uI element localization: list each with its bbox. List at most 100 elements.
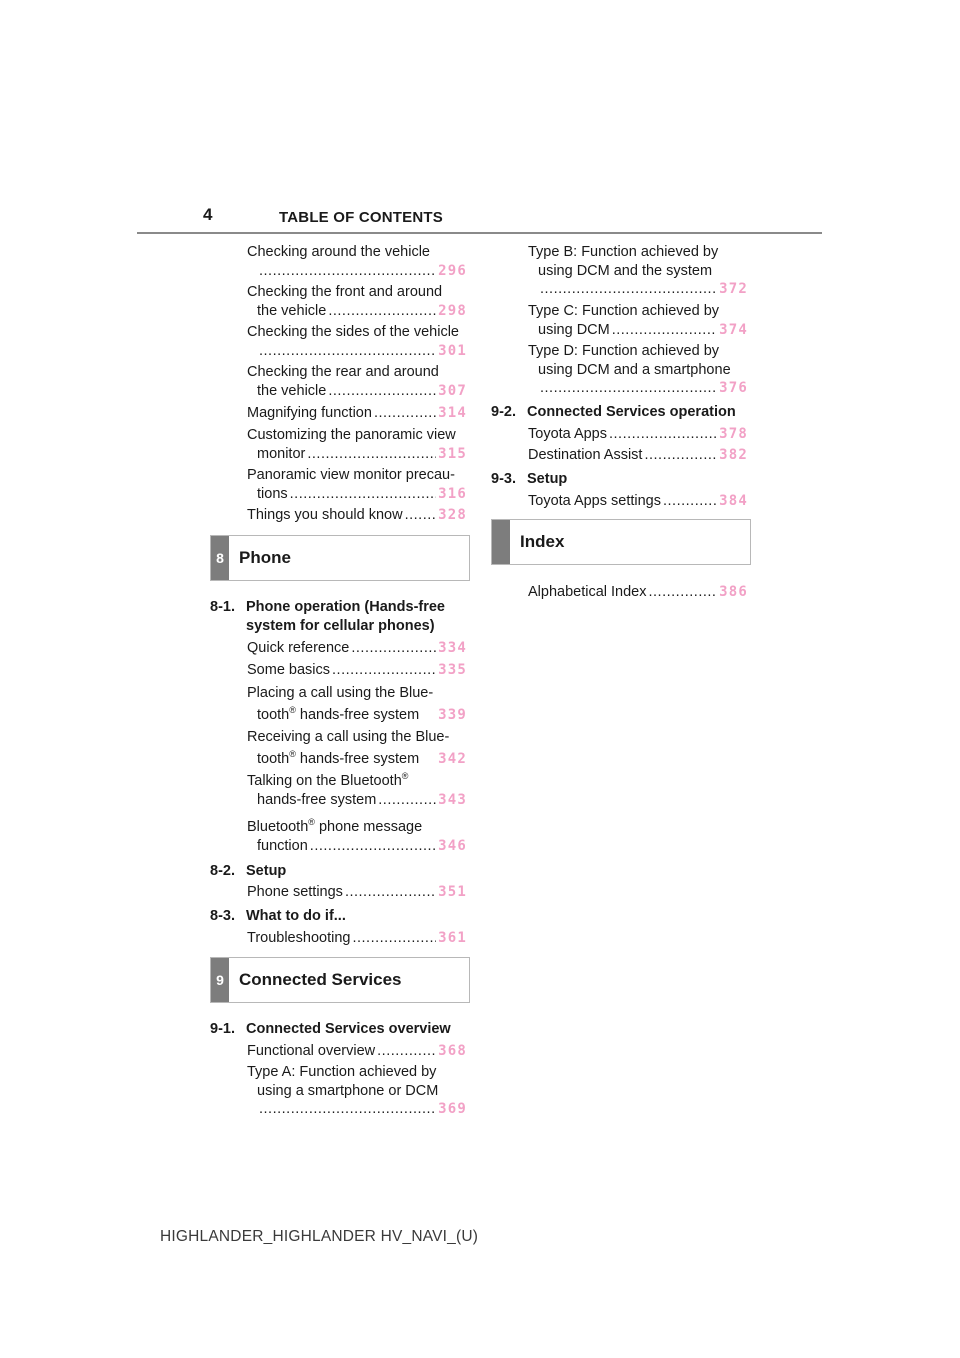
page-link[interactable]: 374 — [719, 321, 748, 338]
toc-entry[interactable]: Toyota Apps settings384 — [528, 492, 748, 511]
section-number: 9-1. — [210, 1021, 235, 1037]
leader-dots — [310, 837, 436, 856]
toc-entry-text: Quick reference — [247, 640, 350, 656]
toc-entry-text: tions — [257, 485, 288, 502]
toc-entry-text: Customizing the panoramic view — [247, 427, 456, 443]
section-title: Setup — [246, 863, 287, 879]
header-divider — [137, 232, 822, 234]
page-header: 4 TABLE OF CONTENTS — [137, 205, 822, 234]
toc-entry[interactable]: Checking the sides of the vehicle 301 — [247, 323, 471, 360]
section-heading: 9-3. Setup — [491, 470, 761, 490]
toc-entry-text: Talking on the Bluetooth® — [247, 771, 409, 789]
toc-entry[interactable]: Phone settings 351 — [247, 883, 467, 902]
toc-entry-text: Phone settings — [247, 884, 343, 900]
toc-entry[interactable]: Toyota Apps378 — [528, 425, 748, 444]
toc-entry-text: tooth® hands-free system — [257, 705, 420, 723]
chapter-label: Index — [520, 532, 565, 551]
toc-entry-text: Magnifying function — [247, 405, 372, 421]
toc-entry[interactable]: Checking around the vehicle 296 — [247, 243, 467, 280]
page-link[interactable]: 315 — [438, 445, 467, 462]
page-link[interactable]: 307 — [438, 382, 467, 399]
page-title: TABLE OF CONTENTS — [279, 209, 443, 226]
section-title: What to do if... — [246, 908, 346, 924]
page-link[interactable]: 301 — [438, 342, 467, 359]
section-title: Setup — [527, 471, 568, 487]
page-link[interactable]: 372 — [719, 281, 748, 297]
chapter-box-phone[interactable]: 8 Phone — [210, 535, 470, 581]
page-link[interactable]: 314 — [438, 405, 467, 421]
toc-entry[interactable]: Checking the rear and around the vehicle… — [247, 363, 467, 400]
toc-entry-text: Alphabetical Index — [528, 584, 647, 600]
toc-entry-text: Placing a call using the Blue- — [247, 685, 434, 701]
page-link[interactable]: 346 — [438, 837, 467, 854]
page-link[interactable]: 298 — [438, 302, 467, 319]
page-link[interactable]: 328 — [438, 507, 467, 523]
section-number: 8-1. — [210, 599, 235, 615]
toc-entry[interactable]: Panoramic view monitor precau- tions316 — [247, 466, 467, 503]
chapter-tab: 8 — [211, 536, 229, 580]
page-link[interactable]: 334 — [438, 640, 467, 656]
toc-entry[interactable]: Functional overview368 — [247, 1042, 467, 1061]
section-heading: 8-2. Setup — [210, 862, 480, 882]
toc-entry[interactable]: Checking the front and around the vehicl… — [247, 283, 467, 320]
page-link[interactable]: 384 — [719, 493, 748, 509]
page-link[interactable]: 343 — [438, 791, 467, 808]
chapter-box-connected-services[interactable]: 9 Connected Services — [210, 957, 470, 1003]
chapter-tab: 9 — [211, 958, 229, 1002]
leader-dots — [345, 883, 436, 902]
toc-entry-text: Type C: Function achieved by — [528, 303, 720, 319]
toc-entry-text: using DCM and the system — [538, 262, 713, 279]
page-link[interactable]: 296 — [438, 262, 467, 279]
toc-entry[interactable]: Type A: Function achieved by using a sma… — [247, 1063, 467, 1119]
section-heading: 9-1. Connected Services overview — [210, 1020, 480, 1040]
page-link[interactable]: 369 — [438, 1101, 467, 1117]
page-link[interactable]: 339 — [438, 707, 467, 723]
toc-entry[interactable]: Quick reference 334 — [247, 639, 467, 658]
leader-dots — [259, 1100, 436, 1119]
toc-entry[interactable]: Destination Assist382 — [528, 446, 748, 465]
toc-entry[interactable]: Receiving a call using the Blue- tooth® … — [247, 726, 467, 770]
chapter-label: Connected Services — [239, 970, 402, 989]
toc-entry[interactable]: Things you should know328 — [247, 506, 467, 525]
page-link[interactable]: 368 — [438, 1043, 467, 1059]
leader-dots — [352, 929, 436, 948]
section-title: Connected Services overview — [246, 1021, 451, 1037]
toc-entry-text: Some basics — [247, 662, 331, 678]
toc-entry-text: function — [257, 837, 308, 854]
toc-entry[interactable]: Placing a call using the Blue- tooth® ha… — [247, 682, 467, 726]
leader-dots — [663, 492, 717, 511]
toc-entry[interactable]: Bluetooth® phone message function 346 — [247, 818, 467, 855]
page-link[interactable]: 316 — [438, 485, 467, 502]
page-link[interactable]: 376 — [719, 380, 748, 396]
section-title: Connected Services operation — [527, 404, 736, 420]
toc-entry[interactable]: Type D: Function achieved by using DCM a… — [528, 342, 748, 398]
toc-entry-text: the vehicle — [257, 382, 327, 399]
toc-entry[interactable]: Some basics 335 — [247, 661, 467, 680]
page-link[interactable]: 335 — [438, 662, 467, 678]
toc-entry-text: the vehicle — [257, 302, 327, 319]
page-link[interactable]: 386 — [719, 584, 748, 600]
toc-entry[interactable]: Type B: Function achieved by using DCM a… — [528, 243, 748, 299]
page-link[interactable]: 378 — [719, 426, 748, 442]
toc-entry[interactable]: Customizing the panoramic view monitor31… — [247, 426, 467, 463]
page-link[interactable]: 342 — [438, 751, 467, 767]
section-number: 9-2. — [491, 404, 516, 420]
toc-entry[interactable]: Type C: Function achieved by using DCM37… — [528, 302, 748, 339]
section-number: 8-3. — [210, 908, 235, 924]
chapter-box-index[interactable]: Index — [491, 519, 751, 565]
toc-entry-text: Bluetooth® phone message — [247, 817, 423, 835]
leader-dots — [332, 661, 436, 680]
toc-entry[interactable]: Magnifying function 314 — [247, 404, 467, 423]
toc-entry[interactable]: Talking on the Bluetooth® hands-free sys… — [247, 772, 467, 809]
toc-entry[interactable]: Alphabetical Index 386 — [528, 583, 748, 602]
page-link[interactable]: 361 — [438, 930, 467, 946]
section-number: 8-2. — [210, 863, 235, 879]
page-link[interactable]: 382 — [719, 447, 748, 463]
leader-dots — [609, 425, 717, 444]
page-link[interactable]: 351 — [438, 884, 467, 900]
section-title: Phone operation (Hands-free — [246, 599, 445, 615]
leader-dots — [612, 321, 717, 340]
toc-entry-text: tooth® hands-free system — [257, 749, 420, 767]
toc-entry[interactable]: Troubleshooting361 — [247, 929, 467, 948]
toc-entry-text: Checking the front and around — [247, 284, 443, 300]
